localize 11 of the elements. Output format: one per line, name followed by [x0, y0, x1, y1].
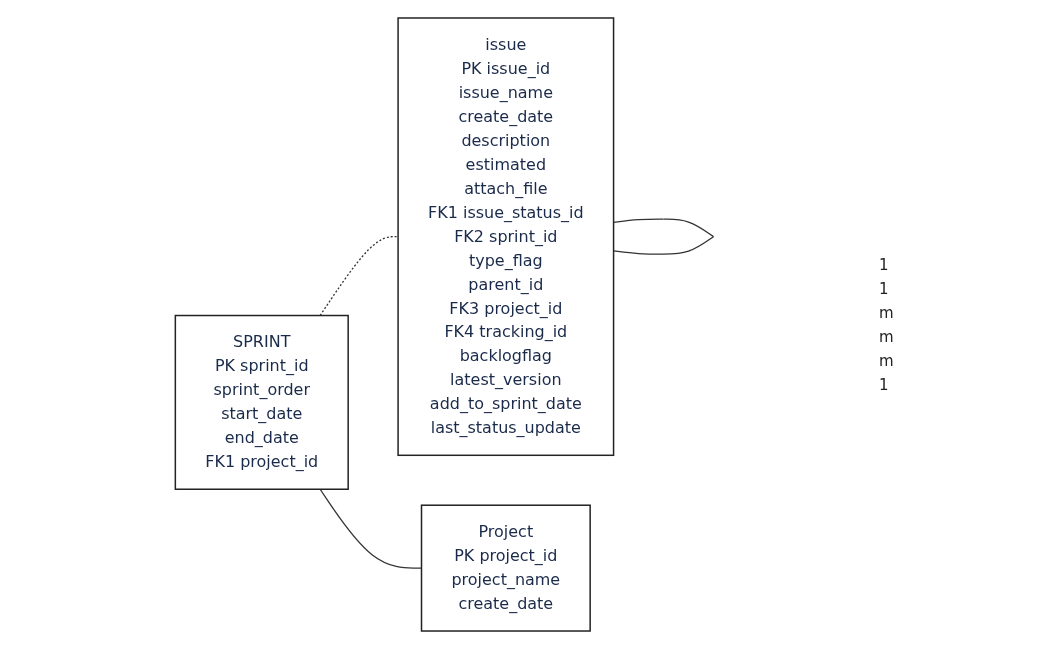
cardinality-label: 1 [879, 255, 890, 274]
node-box [397, 17, 615, 457]
node-box [174, 314, 349, 490]
cardinality-label: m [879, 351, 895, 370]
node-box [420, 504, 591, 632]
connector [319, 236, 399, 317]
cardinality-label: m [879, 303, 895, 322]
cardinality-label: 1 [879, 375, 890, 394]
cardinality-label: m [879, 327, 895, 346]
cardinality-label: 1 [879, 279, 890, 298]
entity-relationship-diagram: SPRINT PK sprint_id sprint_order start_date end_date FK1 project_id issue PK issue_id issue_name create_date description estimated attach_file FK1 issue_status_id FK2 sprint_id type_flag parent_id FK3 project_id FK4 tracking_id backlogflag latest_version add_to_sprint_date last_status_update Project PK project_id project_name create_date [10, 10, 879, 639]
